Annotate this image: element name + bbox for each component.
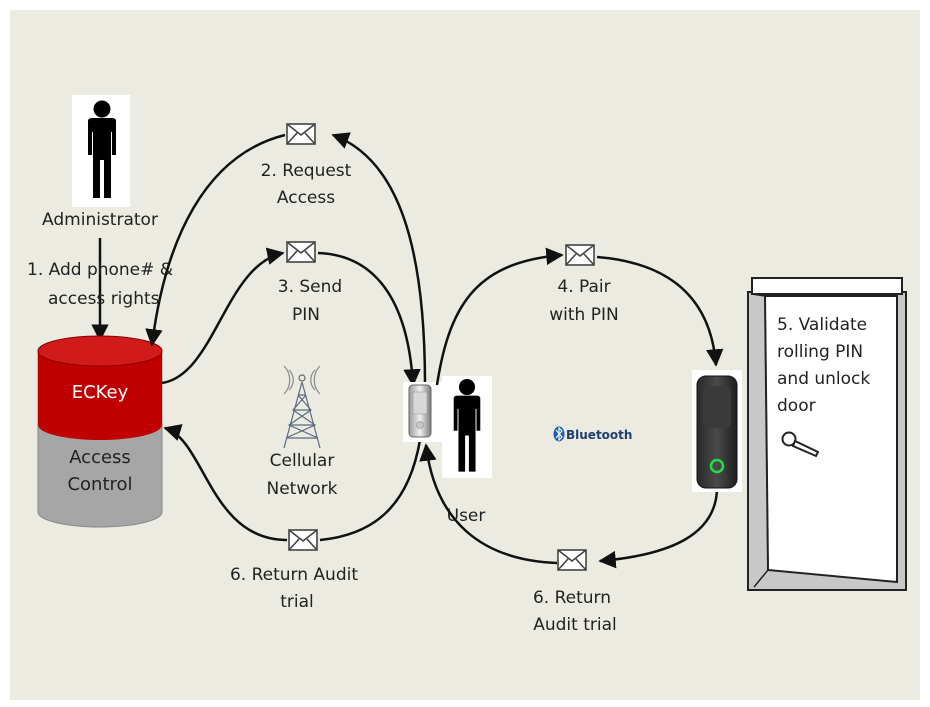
tower-label-line2: Network xyxy=(267,479,338,499)
card-reader-icon xyxy=(692,370,742,492)
step2-arrow-request xyxy=(331,132,427,386)
db-bottom-line2: Control xyxy=(67,474,132,495)
tower-label-line1: Cellular xyxy=(270,451,335,471)
step5-label-line3: and unlock xyxy=(777,369,870,389)
door-handle-icon xyxy=(781,431,820,458)
step3-label-line1: 3. Send xyxy=(278,277,342,297)
step5-label-line2: rolling PIN xyxy=(777,342,863,362)
step6b-arrow-b xyxy=(419,443,558,565)
step4-label-line1: 4. Pair xyxy=(557,277,610,297)
step6b-arrow-a xyxy=(598,489,719,569)
step6a-label-line1: 6. Return Audit xyxy=(230,565,358,585)
db-top-label: ECKey xyxy=(72,382,129,403)
step6b-label-line1: 6. Return xyxy=(533,588,611,608)
step6a-envelope-icon xyxy=(288,529,318,551)
step4-label-line2: with PIN xyxy=(549,305,618,325)
step3-arrow-b xyxy=(317,251,421,387)
step2-label-line2: Access xyxy=(277,188,335,208)
administrator-label: Administrator xyxy=(42,210,158,230)
mobile-phone-icon xyxy=(403,382,443,442)
administrator-person-icon xyxy=(72,95,130,207)
step5-label-line4: door xyxy=(777,396,816,416)
step1-label-line1: 1. Add phone# & xyxy=(27,260,173,280)
step6a-arrow-a xyxy=(319,439,422,542)
step4-envelope-icon xyxy=(565,244,595,266)
door-leaf-edge xyxy=(751,293,769,588)
step2-envelope-icon xyxy=(286,123,316,145)
step5-label-line1: 5. Validate xyxy=(777,315,867,335)
door-frame-top xyxy=(751,277,903,295)
step3-envelope-icon xyxy=(286,241,316,263)
step4-arrow-a xyxy=(435,247,564,386)
step1-label-line2: access rights xyxy=(48,289,160,309)
access-control-database: ECKey Access Control xyxy=(37,335,163,528)
step6a-arrow-b xyxy=(163,424,288,542)
step6b-envelope-icon xyxy=(557,549,587,571)
bluetooth-label: Bluetooth xyxy=(566,428,632,442)
db-bottom-line1: Access xyxy=(69,447,131,468)
step2-arrow-return xyxy=(145,133,286,347)
step3-arrow-a xyxy=(161,247,285,385)
step3-label-line2: PIN xyxy=(292,305,320,325)
step6a-label-line2: trial xyxy=(280,592,314,612)
step2-label-line1: 2. Request xyxy=(261,161,352,181)
bluetooth-logo: Bluetooth xyxy=(553,426,632,442)
step6b-label-line2: Audit trial xyxy=(533,615,617,635)
step4-arrow-b xyxy=(596,255,724,367)
door xyxy=(747,277,907,591)
user-person-icon xyxy=(442,376,492,478)
cell-tower-icon xyxy=(283,365,321,449)
